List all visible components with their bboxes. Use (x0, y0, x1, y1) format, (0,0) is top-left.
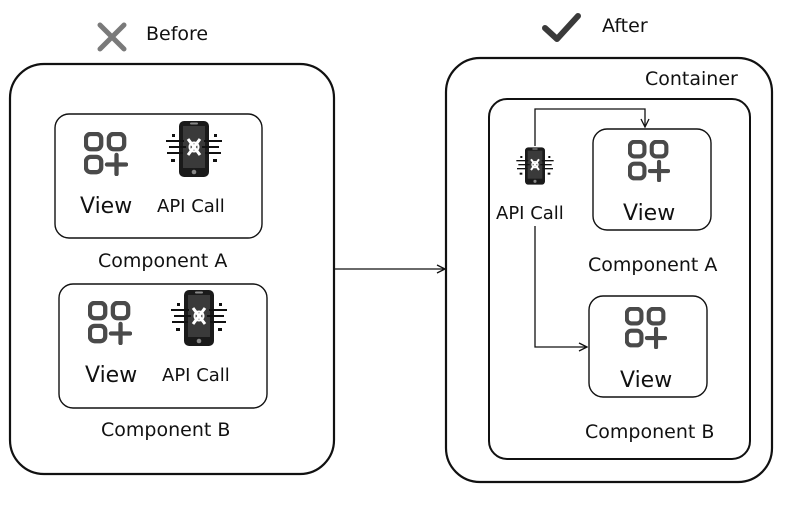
view-icon (627, 309, 665, 347)
before-component-a-box (54, 113, 263, 239)
after-a-view-label: View (623, 201, 676, 226)
api-phone-icon (164, 119, 224, 179)
cross-icon (97, 22, 127, 52)
view-icon (90, 303, 130, 343)
before-a-view-label: View (80, 194, 133, 219)
api-phone-icon (515, 146, 555, 186)
view-icon (86, 134, 126, 174)
after-component-b-box (588, 295, 708, 398)
after-component-b-title: Component B (585, 421, 715, 443)
view-icon (630, 142, 668, 180)
before-component-a-title: Component A (98, 250, 228, 272)
api-phone-icon (169, 288, 229, 348)
container-label: Container (645, 68, 738, 90)
after-component-a-title: Component A (588, 254, 718, 276)
before-b-api-label: API Call (162, 365, 230, 386)
after-outer-box (444, 56, 774, 484)
after-label: After (602, 15, 648, 37)
checkmark-icon (542, 13, 581, 42)
before-a-api-label: API Call (157, 196, 225, 217)
after-b-view-label: View (620, 368, 673, 393)
before-b-view-label: View (85, 363, 138, 388)
after-api-label: API Call (496, 203, 564, 224)
api-to-component-a-arrow (534, 108, 645, 146)
before-component-b-title: Component B (101, 419, 231, 441)
container-box (488, 98, 751, 460)
before-component-b-box (58, 283, 268, 409)
after-component-a-box (592, 128, 712, 231)
api-to-component-b-arrow (534, 226, 586, 347)
before-label: Before (146, 23, 209, 45)
